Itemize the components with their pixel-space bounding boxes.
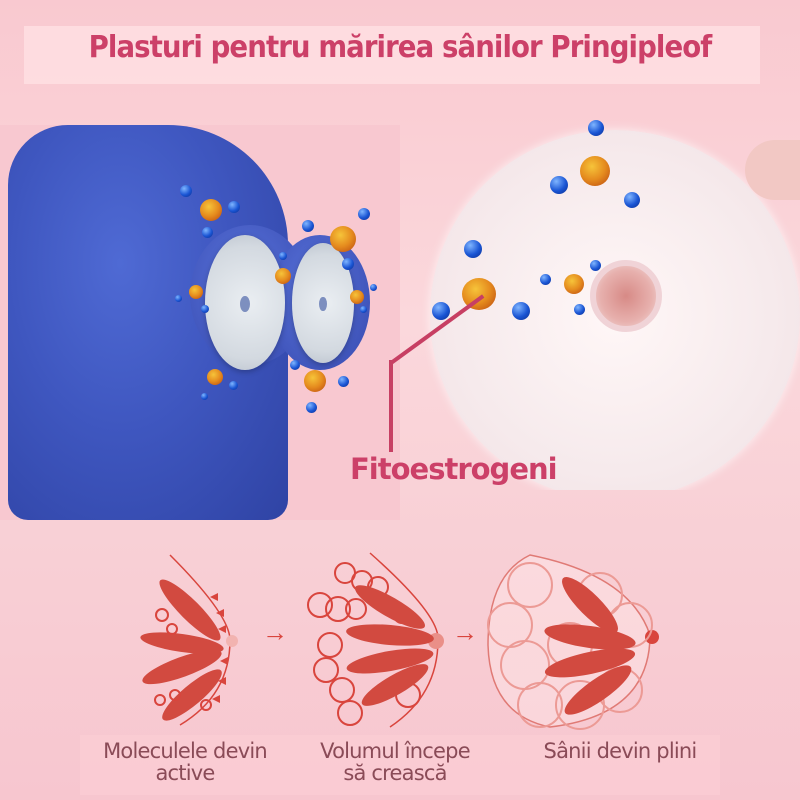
- caption-line: Sânii devin plini: [543, 739, 698, 763]
- patch-photo: [400, 110, 800, 490]
- caption-line: Moleculele devin: [103, 739, 268, 763]
- arrow-right-icon: →: [262, 617, 288, 647]
- caption-line: Volumul începe: [320, 739, 470, 763]
- step-caption-2: Volumul începe să crească: [300, 740, 490, 784]
- captions-band: [80, 735, 720, 795]
- breast-diagram-stage-2-icon: [307, 552, 444, 728]
- title-band: [24, 26, 760, 84]
- callout-label: Fitoestrogeni: [350, 452, 558, 486]
- finger-shape: [745, 140, 800, 200]
- patch-nipple-hole: [590, 260, 662, 332]
- patch-left-icon: [205, 235, 285, 370]
- process-diagram: → →: [120, 545, 700, 730]
- caption-line: active: [155, 761, 215, 785]
- page-title: Plasturi pentru mărirea sânilor Pringipl…: [88, 30, 713, 65]
- callout-line: [389, 360, 393, 452]
- torso-image: [0, 125, 400, 520]
- caption-line: să crească: [343, 761, 447, 785]
- breast-diagram-stage-3-icon: [487, 554, 659, 730]
- step-caption-1: Moleculele devin active: [80, 740, 290, 784]
- arrow-right-icon: →: [452, 617, 478, 647]
- step-caption-3: Sânii devin plini: [515, 740, 725, 762]
- breast-diagram-stage-1-icon: [140, 554, 238, 726]
